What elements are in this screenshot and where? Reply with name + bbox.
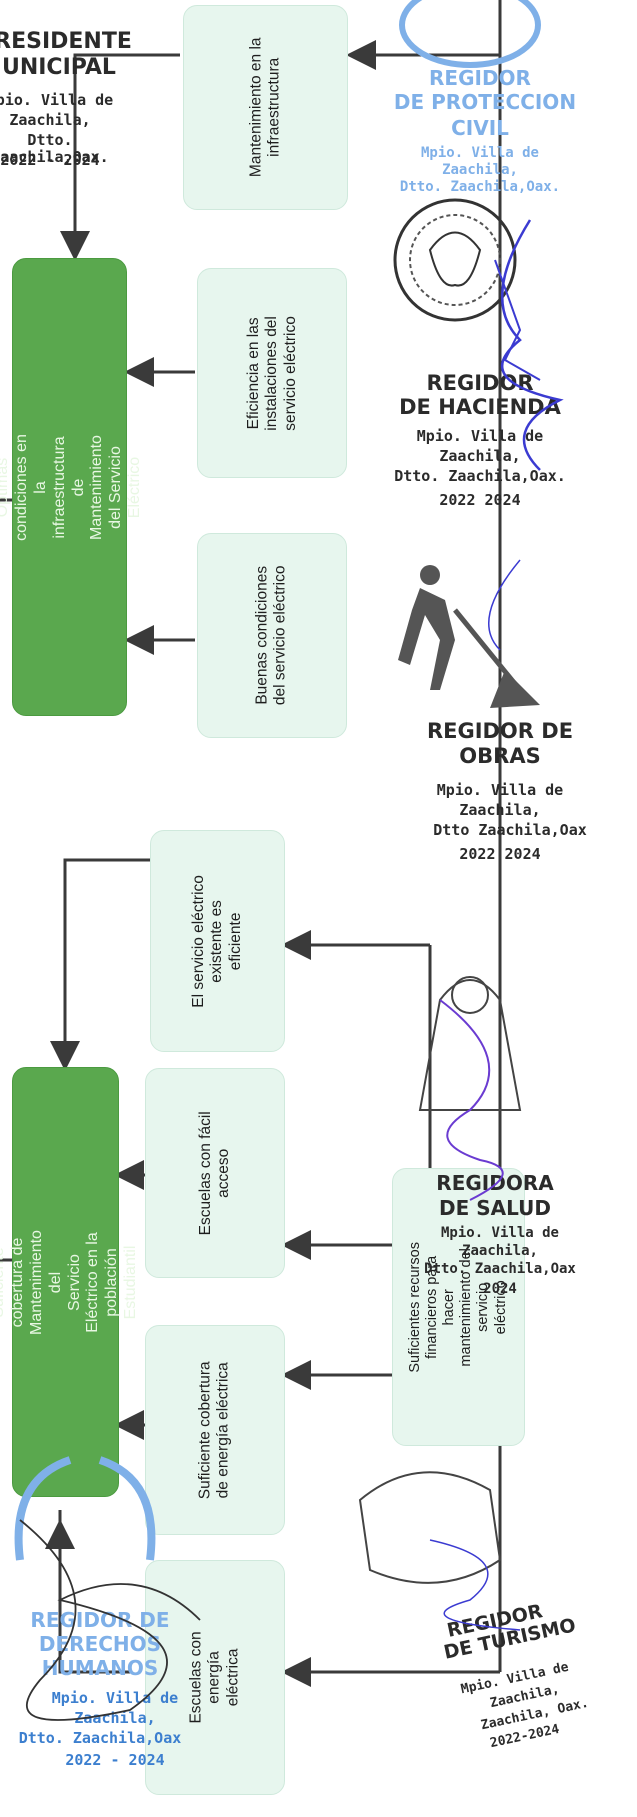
cause-box-escuelas-facil-acceso: Escuelas con fácil acceso [145, 1068, 285, 1278]
signature-turismo [429, 1539, 521, 1631]
stamp-line: Mpio. Villa de [416, 427, 544, 445]
stamp-line: Mpio. Villa de [436, 781, 564, 799]
stamp-line: REGIDOR [429, 66, 531, 90]
stamp-line: Zaachila, [462, 1243, 538, 1259]
stamp-line: Dtto. Zaachila,Oax. [399, 179, 561, 195]
stamp-line: Zaachila, [442, 162, 518, 178]
cause-box-eficiencia-instalaciones: Eficiencia en las instalaciones del serv… [197, 268, 347, 478]
stamp-line: 2022 - 2024 [0, 151, 100, 169]
signature-derechos [19, 1519, 201, 1721]
signature-hacienda-2 [494, 259, 541, 381]
stamp-line: Zaachila, [439, 447, 521, 465]
cause-box-suficiente-energia: Suficiente cobertura de energía eléctric… [145, 1325, 285, 1535]
stamp-line: Mpio. Villa de [51, 1689, 179, 1707]
stamp-line: HUMANOS [41, 1656, 159, 1680]
stamp-line: 2022 2024 [459, 845, 541, 863]
outcome-box-optimas-condiciones: Óptimas condiciones en la infraestructur… [0, 258, 143, 716]
stamp-line: PRESIDENTE [0, 29, 132, 54]
signature-salud [439, 999, 504, 1201]
connector-arrow [60, 53, 180, 261]
stamp-line: Zaachila, [9, 111, 91, 129]
signature-obras [488, 559, 521, 651]
resource-box-recursos-financieros: Suficientes recursos financieros para ha… [392, 1168, 525, 1446]
cause-box-mantenimiento-infraestructura: Mantenimiento en la infraestructura [183, 5, 348, 210]
stamp-line: REGIDOR DE [426, 719, 574, 743]
cause-box-servicio-eficiente: El servicio eléctrico existente es efici… [150, 830, 285, 1052]
outcome-box-suficiente-cobertura: Suficiente cobertura de Mantenimiento de… [0, 1067, 139, 1497]
stamp-line: Dtto. Zaachila,Oax. [394, 467, 566, 485]
connector-arrow [50, 858, 150, 1071]
stamp-line: CIVIL [451, 116, 509, 140]
stamp-line: Dtto. Zaachila,Oax [18, 1729, 182, 1747]
stamp-line: Dtto. Zaachila,Oax [424, 1261, 576, 1277]
stamp-line: DE HACIENDA [399, 395, 561, 419]
stamp-line: OBRAS [459, 744, 541, 768]
signature-hacienda [500, 219, 564, 471]
stamp-line: MUNICIPAL [0, 55, 116, 80]
stamp-line: Mpio. Villa de [0, 91, 114, 109]
stamp-line: DE SALUD [439, 1196, 551, 1220]
stamp-line: Zaachila, [74, 1709, 156, 1727]
connector-arrow [45, 1519, 130, 1674]
stamp-line: Mpio. Villa de [440, 1225, 559, 1241]
stamp-line: 2022 2024 [439, 491, 521, 509]
stamp-line: DE PROTECCION [393, 90, 577, 114]
cause-box-buenas-condiciones: Buenas condiciones del servicio eléctric… [197, 533, 347, 738]
stamp-line: 2024 [483, 1281, 517, 1297]
stamp-line: Zaachila, [459, 801, 541, 819]
stamp-line: Mpio. Villa de [420, 145, 539, 161]
stamp-line: 2022 - 2024 [65, 1751, 165, 1769]
cause-box-escuelas-energia: Escuelas con energía eléctrica [145, 1560, 285, 1795]
stamp-line: Dtto Zaachila,Oax [433, 821, 587, 839]
stamp-line: REGIDORA [436, 1171, 554, 1195]
stamp-line: Dtto. Zaachila,Oax. [0, 131, 109, 167]
